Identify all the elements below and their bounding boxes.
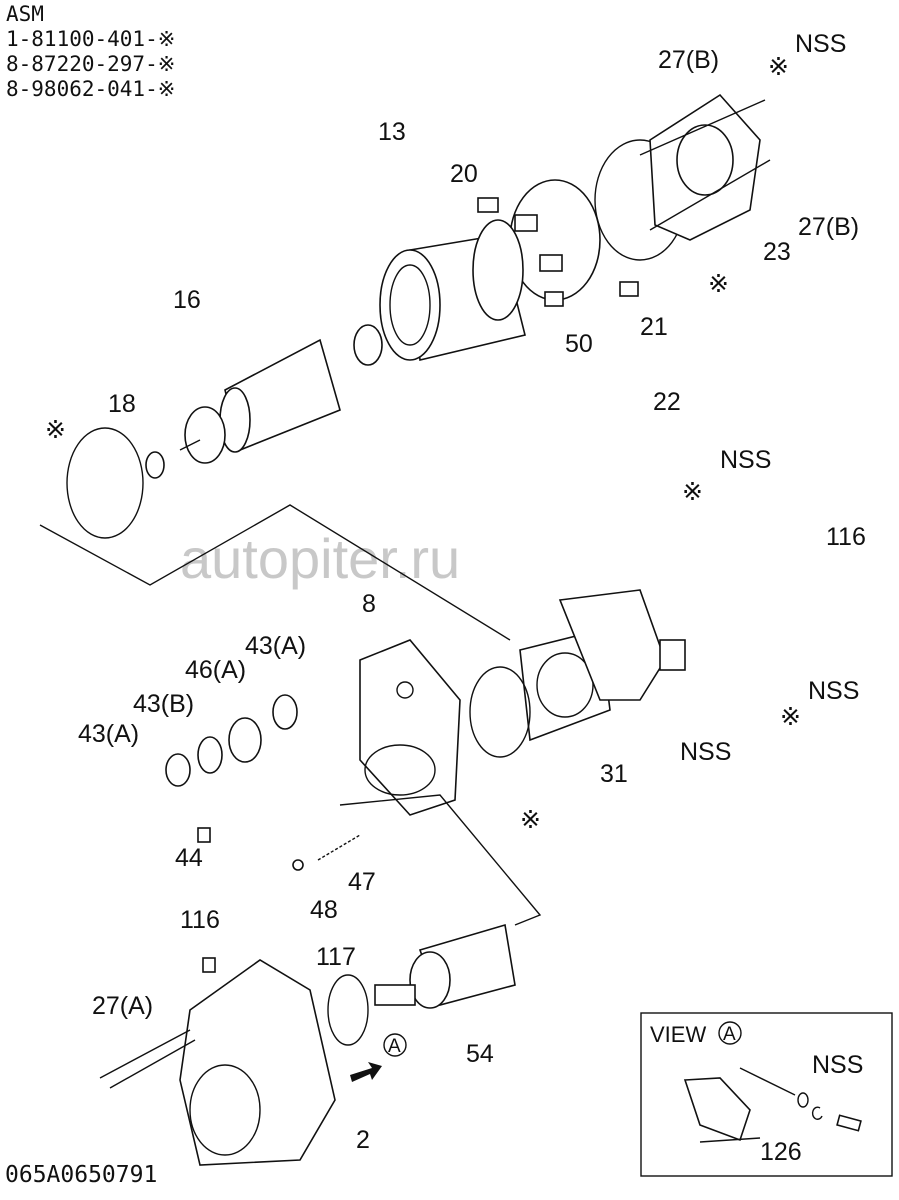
callout: NSS <box>808 677 859 705</box>
pinion-54 <box>374 923 516 1009</box>
leader-line <box>39 504 511 641</box>
inset-callout-126: 126 <box>760 1138 802 1166</box>
callout: 16 <box>173 286 201 314</box>
gear-set <box>165 694 361 871</box>
front-bracket-2 <box>99 957 336 1166</box>
callout: A <box>388 1036 401 1057</box>
callout: 18 <box>108 390 136 418</box>
callout: 117 <box>316 943 356 971</box>
callout: 2 <box>356 1126 370 1154</box>
callout: NSS <box>680 738 731 766</box>
brush-holder-22 <box>477 179 639 307</box>
washer-18 <box>145 451 165 479</box>
callout: 43(B) <box>133 690 194 718</box>
part-number: 8-98062-041-※ <box>6 77 175 101</box>
callout: 43(A) <box>78 720 139 748</box>
callout: 44 <box>175 844 203 872</box>
view-arrow-icon <box>350 1062 382 1082</box>
callout: 54 <box>466 1040 494 1068</box>
housing-8 <box>359 639 461 816</box>
watermark: autopiter.ru <box>180 527 460 590</box>
assembly-header: ASM 1-81100-401-※ 8-87220-297-※ 8-98062-… <box>6 2 175 101</box>
callout: 50 <box>565 330 593 358</box>
callout: NSS <box>720 446 771 474</box>
callout: 43(A) <box>245 632 306 660</box>
assembly-label: ASM <box>6 2 44 26</box>
callout: ※ <box>520 806 541 834</box>
callout: NSS <box>795 30 846 58</box>
rear-cover-23 <box>594 93 771 261</box>
part-number: 8-87220-297-※ <box>6 52 175 76</box>
callouts: 27(B) NSS ※ 27(B) 23 ※ 13 20 21 50 22 16… <box>45 30 866 1154</box>
callout: 8 <box>362 590 376 618</box>
inset-nss: NSS <box>812 1051 863 1079</box>
yoke-13 <box>379 219 526 361</box>
callout: 21 <box>640 313 668 341</box>
inset-view-a: VIEW A NSS 126 <box>640 1012 893 1177</box>
callout: 22 <box>653 388 681 416</box>
callout: 31 <box>600 760 628 788</box>
callout: 23 <box>763 238 791 266</box>
callout: ※ <box>708 270 729 298</box>
drawing-number: 065A0650791 <box>5 1162 157 1188</box>
callout: 27(B) <box>658 46 719 74</box>
callout: 116 <box>826 523 866 551</box>
callout: 47 <box>348 868 376 896</box>
callout: ※ <box>682 478 703 506</box>
callout: 48 <box>310 896 338 924</box>
callout: 13 <box>378 118 406 146</box>
callout: ※ <box>780 703 801 731</box>
part-number: 1-81100-401-※ <box>6 27 175 51</box>
callout: 116 <box>180 906 220 934</box>
callout: 20 <box>450 160 478 188</box>
solenoid-31 <box>469 589 686 758</box>
inset-marker: A <box>723 1024 736 1045</box>
leader-line <box>339 794 542 926</box>
view-marker-circle <box>383 1033 407 1057</box>
o-ring <box>66 427 144 539</box>
callout: 27(A) <box>92 992 153 1020</box>
callout: 46(A) <box>185 656 246 684</box>
callout: ※ <box>45 416 66 444</box>
armature-16 <box>179 324 383 464</box>
callout: 27(B) <box>798 213 859 241</box>
inset-title: VIEW <box>650 1022 706 1047</box>
o-ring-117 <box>327 974 369 1046</box>
callout: ※ <box>768 53 789 81</box>
